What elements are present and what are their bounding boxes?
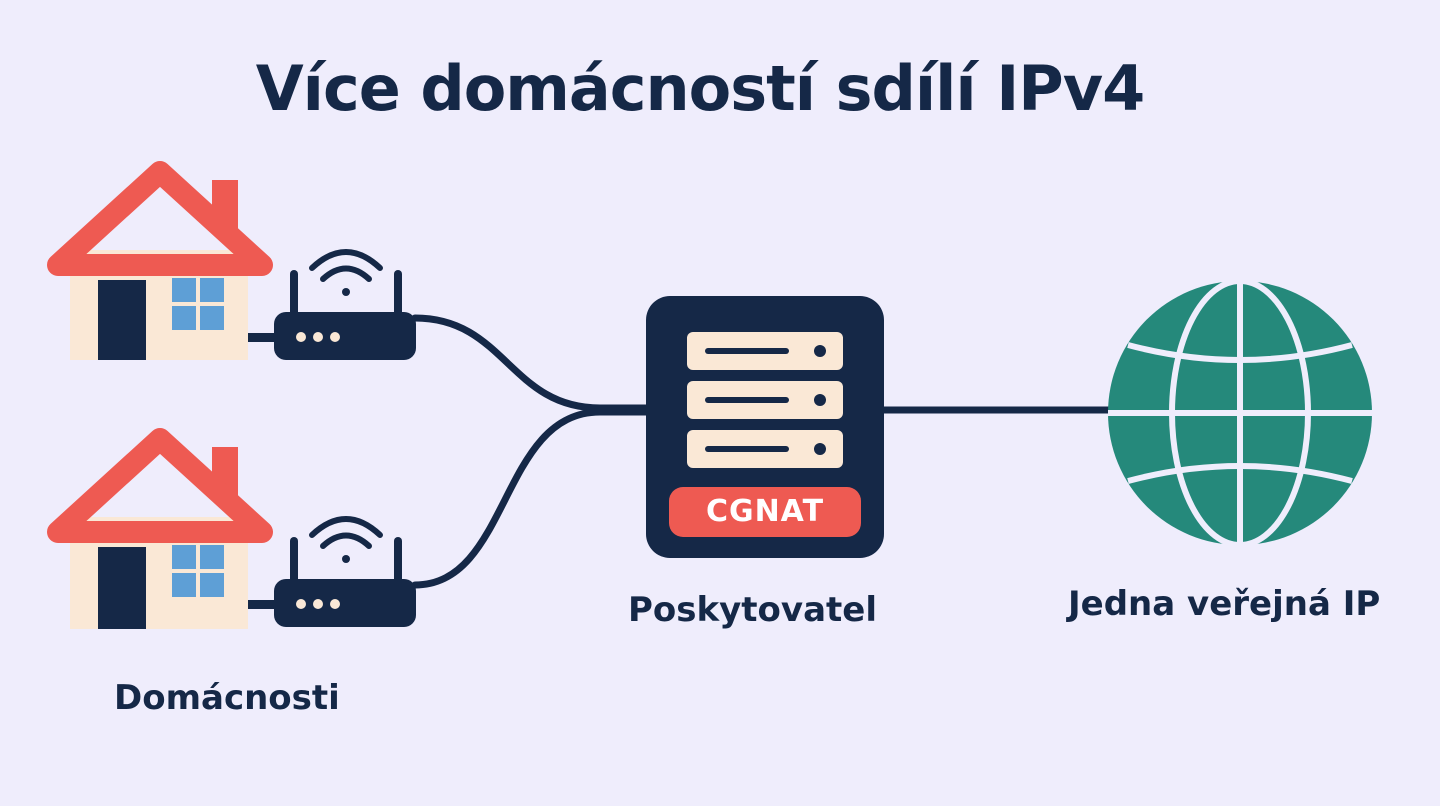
- household-2: [47, 428, 416, 629]
- cable-lower-household: [411, 408, 654, 589]
- window-icon: [172, 278, 224, 330]
- router-icon: [274, 270, 416, 360]
- house-icon: [47, 161, 273, 360]
- cgnat-badge-label: CGNAT: [705, 494, 825, 529]
- household-1: [47, 161, 416, 360]
- page-title: Více domácností sdílí IPv4: [255, 52, 1146, 125]
- households-label: Domácnosti: [114, 678, 340, 718]
- public-ip-label: Jedna veřejná IP: [1068, 584, 1381, 624]
- window-icon: [172, 545, 224, 597]
- provider-server: [646, 296, 884, 558]
- cable-upper-household: [411, 314, 654, 412]
- house-icon: [47, 428, 273, 629]
- router-icon: [274, 537, 416, 627]
- cgnat-badge: [669, 487, 861, 537]
- server-rack-icon: [687, 332, 843, 468]
- wifi-icon: [309, 516, 383, 563]
- wifi-icon: [309, 249, 383, 296]
- globe-icon: [1108, 278, 1372, 548]
- provider-label: Poskytovatel: [628, 590, 877, 630]
